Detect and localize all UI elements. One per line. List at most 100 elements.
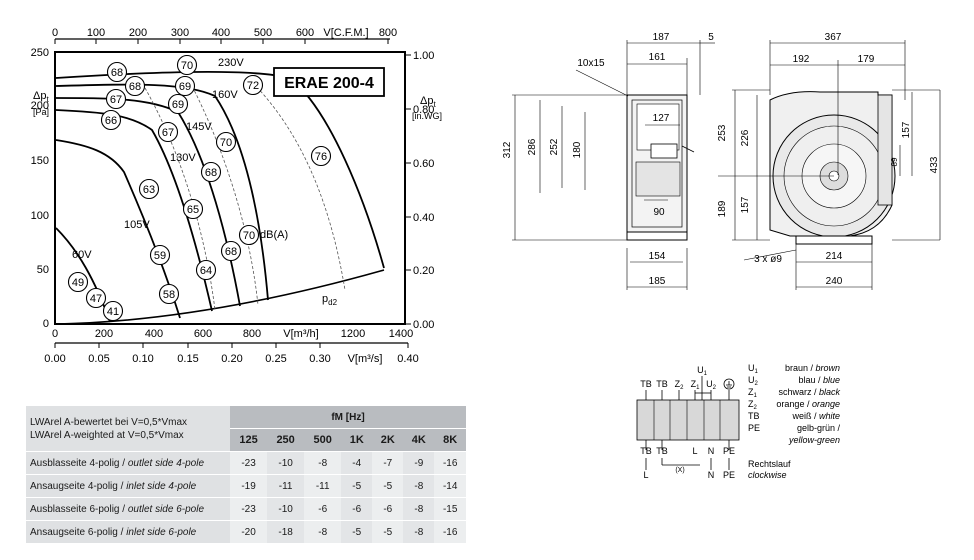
m3h-tick-1200: 1200 bbox=[341, 328, 365, 340]
svg-text:49: 49 bbox=[72, 277, 84, 289]
svg-text:58: 58 bbox=[163, 289, 175, 301]
label-160v: 160V bbox=[212, 89, 238, 101]
cell: -8 bbox=[304, 520, 342, 544]
dim-10x15: 10x15 bbox=[577, 58, 605, 69]
svg-text:64: 64 bbox=[200, 265, 212, 277]
cell: -16 bbox=[434, 520, 466, 544]
left-axis-symbol: Δpt bbox=[33, 90, 49, 104]
supply-n: N bbox=[708, 470, 715, 480]
row-label: Ansaugseite 4-polig / inlet side 4-pole bbox=[26, 474, 230, 498]
label-145v: 145V bbox=[186, 121, 212, 133]
svg-text:68: 68 bbox=[111, 67, 123, 79]
pa-tick-100: 100 bbox=[31, 210, 49, 222]
noise-marker-17: 59 bbox=[149, 244, 171, 266]
rotation-en: clockwise bbox=[748, 470, 787, 480]
cell: -5 bbox=[372, 520, 404, 544]
cell: -7 bbox=[372, 451, 404, 475]
svg-text:63: 63 bbox=[143, 184, 155, 196]
cell: -19 bbox=[230, 474, 268, 498]
legend-u1-text: braun / brown bbox=[785, 363, 840, 373]
m3h-tick-0: 0 bbox=[52, 328, 58, 340]
cell: -4 bbox=[341, 451, 373, 475]
cell: -23 bbox=[230, 451, 268, 475]
legend-tb-code: TB bbox=[748, 411, 760, 421]
row-label: Ansaugseite 6-polig / inlet side 6-pole bbox=[26, 520, 230, 544]
m3s-tick-020: 0.20 bbox=[221, 353, 242, 365]
legend-z1-text: schwarz / black bbox=[778, 387, 840, 397]
cell: -15 bbox=[434, 497, 466, 521]
table-row: Ansaugseite 4-polig / inlet side 4-pole … bbox=[26, 474, 466, 498]
noise-table: LWArel A-bewertet bei V=0,5*Vmax LWArel … bbox=[26, 406, 466, 544]
cell: -6 bbox=[372, 497, 404, 521]
row-label: Ausblasseite 6-polig / outlet side 6-pol… bbox=[26, 497, 230, 521]
cell: -11 bbox=[267, 474, 305, 498]
dim-286: 286 bbox=[527, 138, 538, 155]
supply-x: (X) bbox=[675, 467, 684, 474]
right-axis-unit: [in.WG] bbox=[412, 111, 442, 121]
cell: -5 bbox=[341, 474, 373, 498]
cfm-tick-500: 500 bbox=[254, 27, 272, 39]
m3s-tick-015: 0.15 bbox=[177, 353, 198, 365]
svg-text:70: 70 bbox=[181, 60, 193, 72]
noise-marker-9: 72 bbox=[242, 74, 264, 96]
cfm-tick-200: 200 bbox=[129, 27, 147, 39]
noise-marker-14: 65 bbox=[182, 198, 204, 220]
cell: -5 bbox=[372, 474, 404, 498]
term-top-4: Z1 bbox=[691, 379, 701, 391]
pa-tick-50: 50 bbox=[37, 264, 49, 276]
dimension-drawings: 187 5 161 10x15 127 312 286 252 180 90 1… bbox=[502, 32, 941, 290]
svg-text:69: 69 bbox=[179, 81, 191, 93]
dim-252: 252 bbox=[549, 138, 560, 155]
svg-text:65: 65 bbox=[187, 204, 199, 216]
dba-label: dB(A) bbox=[260, 229, 288, 241]
svg-text:69: 69 bbox=[172, 99, 184, 111]
noise-marker-20: 49 bbox=[67, 271, 89, 293]
svg-text:47: 47 bbox=[90, 293, 102, 305]
svg-text:76: 76 bbox=[315, 151, 327, 163]
inwg-tick-080: 0.80 bbox=[413, 104, 434, 116]
left-axis-unit: [Pa] bbox=[33, 107, 49, 117]
cell: -11 bbox=[304, 474, 342, 498]
svg-text:67: 67 bbox=[110, 94, 122, 106]
dim-161: 161 bbox=[649, 52, 666, 63]
noise-marker-6: 69 bbox=[174, 75, 196, 97]
row-label: Ausblasseite 4-polig / outlet side 4-pol… bbox=[26, 451, 230, 475]
legend-u2-text: blau / blue bbox=[798, 375, 840, 385]
dim-157-right: 157 bbox=[901, 121, 912, 138]
legend-u1-code: U1 bbox=[748, 363, 759, 375]
svg-text:70: 70 bbox=[220, 137, 232, 149]
noise-marker-16: 68 bbox=[220, 240, 242, 262]
term-bottom-4: N bbox=[708, 446, 715, 456]
legend-pe-en: yellow-green bbox=[788, 435, 840, 445]
cfm-tick-100: 100 bbox=[87, 27, 105, 39]
m3h-tick-1400: 1400 bbox=[389, 328, 413, 340]
label-105v: 105V bbox=[124, 219, 150, 231]
m3h-tick-200: 200 bbox=[95, 328, 113, 340]
inwg-tick-060: 0.60 bbox=[413, 158, 434, 170]
inwg-tick-040: 0.40 bbox=[413, 212, 434, 224]
noise-marker-7: 69 bbox=[167, 93, 189, 115]
freq-125: 125 bbox=[230, 428, 268, 452]
label-60v: 60V bbox=[72, 249, 92, 261]
cfm-tick-300: 300 bbox=[171, 27, 189, 39]
cfm-axis-unit: V[C.F.M.] bbox=[323, 27, 368, 39]
inwg-tick-020: 0.20 bbox=[413, 265, 434, 277]
cell: -8 bbox=[304, 451, 342, 475]
curve-130v bbox=[55, 109, 213, 312]
legend-tb-text: weiß / white bbox=[791, 411, 840, 421]
noise-marker-2: 68 bbox=[124, 75, 146, 97]
svg-text:68: 68 bbox=[129, 81, 141, 93]
cell: -6 bbox=[341, 497, 373, 521]
m3h-tick-400: 400 bbox=[145, 328, 163, 340]
term-bottom-1: TB bbox=[640, 446, 652, 456]
noise-guides bbox=[144, 79, 346, 311]
dim-187: 187 bbox=[653, 32, 670, 43]
cell: -16 bbox=[434, 451, 466, 475]
dim-157-left: 157 bbox=[740, 196, 751, 213]
noise-marker-12: 76 bbox=[310, 145, 332, 167]
model-label-box bbox=[273, 67, 385, 97]
dim-127: 127 bbox=[653, 113, 670, 124]
noise-markers: 68 68 67 66 70 69 69 67 72 70 68 76 63 6… bbox=[67, 54, 332, 322]
noise-marker-4: 66 bbox=[100, 109, 122, 131]
term-top-2: TB bbox=[656, 379, 668, 389]
